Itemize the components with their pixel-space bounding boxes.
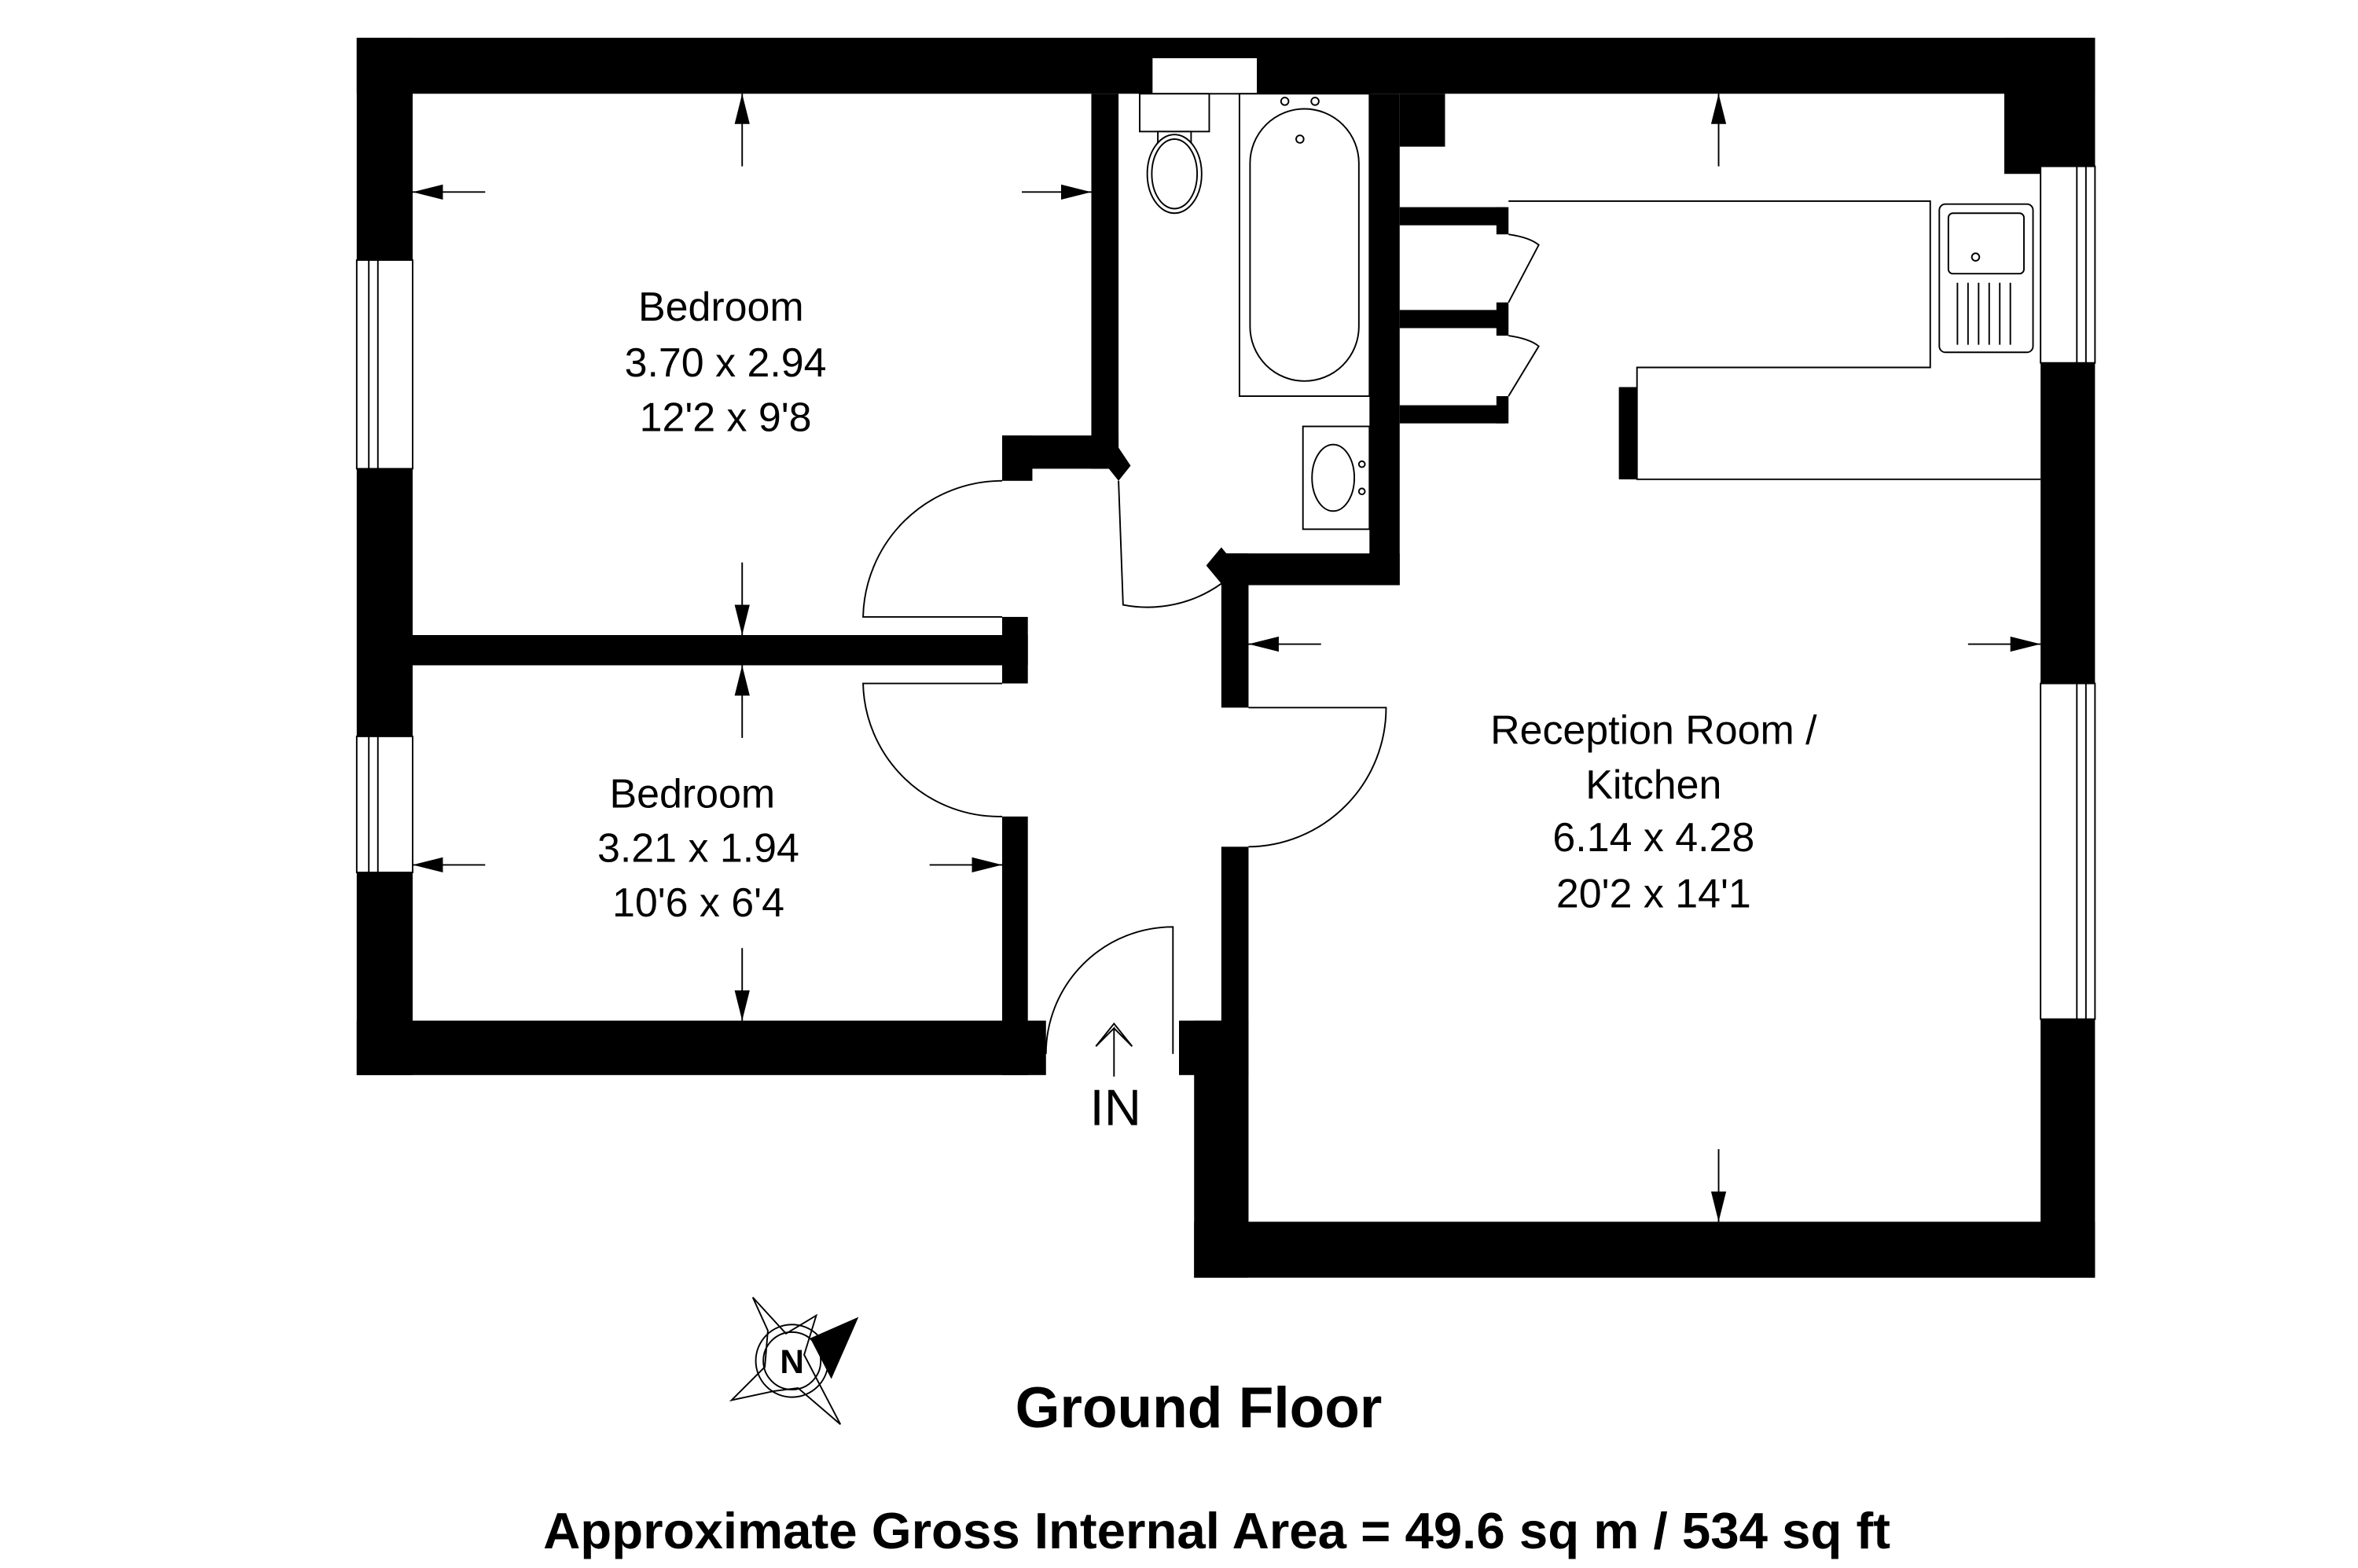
room-name-line2: Kitchen [1585,762,1721,808]
room-reception-kitchen: Reception Room / Kitchen 6.14 x 4.28 20'… [1490,708,1817,917]
room-imperial: 10'6 x 6'4 [612,880,784,926]
walls [356,38,2095,1278]
area-summary: Approximate Gross Internal Area = 49.6 s… [543,1502,1890,1559]
doors [862,479,1387,1054]
room-metric: 6.14 x 4.28 [1552,815,1754,861]
basin-icon [1311,443,1356,512]
compass-icon: N [729,1296,859,1425]
room-imperial: 12'2 x 9'8 [640,395,812,440]
toilet-icon [1146,134,1203,215]
compass-n-label: N [780,1343,804,1380]
entrance-arrow-icon [1095,1022,1133,1077]
room-name: Bedroom [609,771,775,817]
kitchen-fixtures [1508,200,2041,480]
sink-icon [1938,203,2034,354]
room-bedroom-2: Bedroom 3.21 x 1.94 10'6 x 6'4 [597,771,799,926]
room-bedroom-1: Bedroom 3.70 x 2.94 12'2 x 9'8 [625,285,827,440]
room-name: Bedroom [638,285,804,330]
room-imperial: 20'2 x 14'1 [1556,871,1751,916]
room-metric: 3.21 x 1.94 [597,826,799,872]
room-name-line1: Reception Room / [1490,708,1817,754]
room-metric: 3.70 x 2.94 [625,340,827,386]
dimension-arrows [413,94,2041,1222]
entrance-marker: IN [1090,1022,1141,1136]
windows [355,44,2096,1020]
bathtub-icon [1249,108,1360,382]
entrance-label: IN [1090,1078,1141,1136]
floor-title: Ground Floor [1016,1376,1383,1440]
bathroom-fixtures [1139,93,1371,531]
